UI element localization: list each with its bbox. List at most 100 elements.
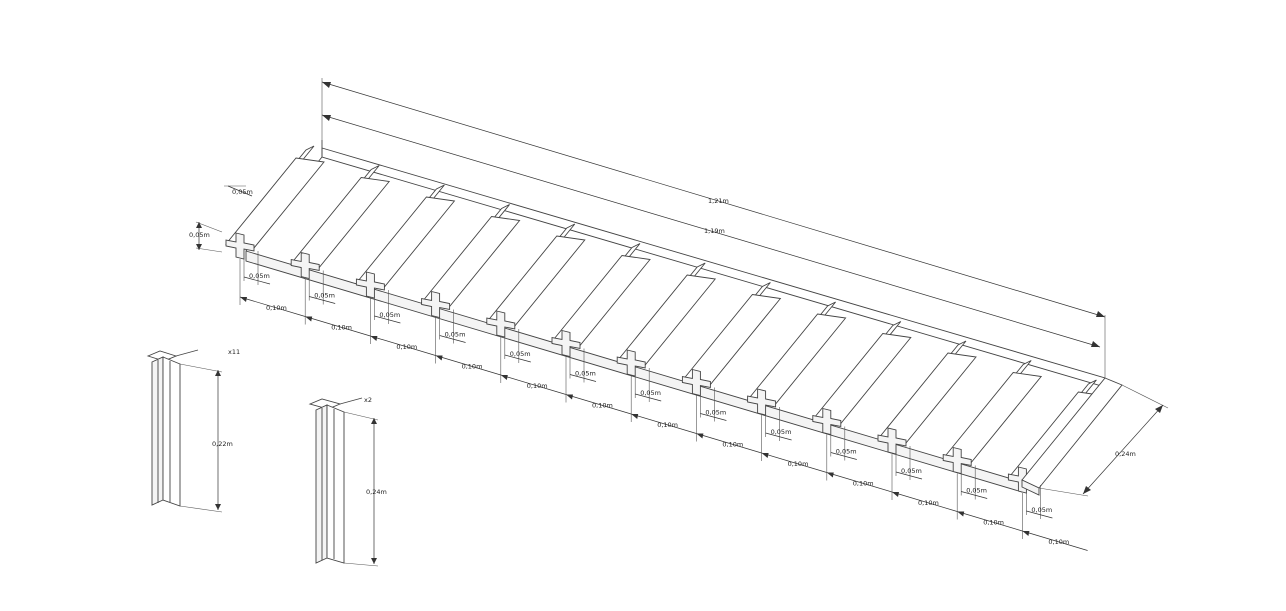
rib — [420, 204, 521, 319]
dim-label-spacing: 0,10m — [657, 421, 678, 429]
arrow-head — [500, 375, 508, 380]
ribs — [225, 145, 1108, 494]
rib — [485, 223, 586, 338]
arrow-head — [1083, 486, 1091, 494]
arrow-head — [196, 222, 202, 228]
dim-label-spacing: 0,10m — [722, 441, 743, 449]
rib — [811, 321, 912, 436]
dim-label-member-height: 0,05m — [189, 231, 210, 239]
dim-line-spacing — [239, 296, 306, 317]
dim-label-spacing: 0,10m — [396, 343, 417, 351]
dim-line-spacing — [957, 511, 1023, 532]
dim-line-rib-width — [309, 296, 336, 304]
rib — [942, 360, 1043, 475]
dim-label-rib-width: 0,05m — [249, 272, 270, 280]
arrow-head — [566, 394, 573, 400]
rib — [225, 145, 325, 260]
dim-label-rib-width: 0,05m — [510, 350, 531, 358]
dim-line-spacing — [1022, 530, 1088, 551]
dim-label-spacing: 0,10m — [462, 363, 483, 371]
dim-label-spacing: 0,10m — [788, 460, 809, 468]
dim-line-spacing — [305, 316, 371, 337]
rib — [746, 301, 847, 416]
arrow-head — [957, 511, 965, 517]
dim-label-rib-width: 0,05m — [1031, 506, 1052, 514]
rib — [290, 165, 391, 280]
arrow-head — [305, 316, 313, 322]
dim-label-inner: 1,19m — [704, 227, 725, 235]
arrow-head — [696, 433, 704, 439]
rib — [551, 243, 651, 358]
dim-line-member-width — [227, 185, 253, 197]
dim-label-rib-width: 0,05m — [836, 448, 857, 456]
part-b: x2 0,24m — [308, 396, 387, 567]
dim-line-spacing — [631, 413, 697, 434]
dim-line-rib-width — [700, 413, 727, 421]
front-rail — [1021, 377, 1123, 496]
arrow-head — [215, 504, 221, 510]
part-a: x11 0,22m — [146, 348, 240, 513]
end-dimensions: 0,05m 0,05m — [189, 185, 253, 253]
dim-line-outer — [321, 81, 1106, 318]
rib — [355, 184, 456, 299]
rib-dimensions: 0,05m 0,10m 0,05m 0,10m 0,05m 0,10m 0,05m 0,10m… — [239, 251, 1088, 551]
dim-line-spacing — [565, 394, 632, 415]
arrow-head — [435, 355, 443, 361]
dim-label-spacing: 0,10m — [983, 519, 1004, 527]
arrow-head — [215, 370, 221, 376]
dim-line-depth — [1082, 404, 1164, 495]
dim-label-rib-width: 0,05m — [314, 292, 335, 300]
arrow-head — [196, 244, 202, 250]
dim-label-rib-width: 0,05m — [445, 331, 466, 339]
part-b-qty-label: x2 — [364, 396, 372, 404]
assembly — [225, 140, 1123, 496]
rib — [877, 340, 977, 455]
dim-line-spacing — [696, 433, 762, 454]
arrow-head — [761, 453, 769, 458]
dim-label-spacing: 0,10m — [331, 324, 352, 332]
part-b-height-label: 0,24m — [366, 488, 387, 496]
dim-label-spacing: 0,10m — [853, 480, 874, 488]
dim-line-rib-width — [504, 354, 531, 363]
dim-line-inner — [321, 114, 1101, 348]
dim-line-rib-width — [830, 452, 857, 460]
dim-label-outer: 1,21m — [708, 197, 729, 205]
dim-line-rib-width — [895, 471, 923, 480]
dim-label-spacing: 0,10m — [918, 499, 939, 507]
dim-line-rib-width — [439, 335, 466, 343]
dim-line-rib-width — [374, 315, 401, 324]
dim-label-rib-width: 0,05m — [771, 428, 792, 436]
arrow-head — [631, 414, 639, 419]
dim-line-rib-width — [635, 393, 662, 402]
dim-line-rib-width — [765, 432, 792, 441]
part-a-qty-label: x11 — [228, 348, 240, 356]
arrow-head — [892, 492, 899, 497]
dim-label-rib-width: 0,05m — [705, 409, 726, 417]
overall-dimensions: 1,21m 1,19m 0,24m — [321, 78, 1169, 497]
dim-label-spacing: 0,10m — [592, 402, 613, 410]
arrow-head — [1091, 341, 1100, 347]
arrow-head — [1096, 311, 1105, 317]
dim-label-rib-width: 0,05m — [966, 487, 987, 495]
rib — [681, 282, 782, 397]
dim-line-spacing — [761, 452, 827, 473]
dim-label-rib-width: 0,05m — [379, 311, 400, 319]
dim-line-spacing — [370, 335, 436, 356]
dim-label-rib-width: 0,05m — [640, 389, 661, 397]
dim-label-depth: 0,24m — [1115, 450, 1136, 458]
dim-line-rib-width — [961, 491, 988, 499]
dim-label-spacing: 0,10m — [266, 304, 287, 312]
arrow-head — [371, 558, 377, 564]
part-a-height-label: 0,22m — [212, 440, 233, 448]
dim-line-rib-width — [569, 374, 597, 382]
dim-line-spacing — [826, 472, 893, 493]
rib — [616, 262, 717, 377]
arrow-head — [1022, 531, 1030, 536]
dim-line-rib-width — [243, 276, 271, 285]
dim-line-spacing — [891, 491, 958, 512]
dim-label-spacing: 0,10m — [527, 382, 548, 390]
dim-line-spacing — [500, 374, 567, 395]
arrow-head — [240, 297, 247, 302]
dim-line-rib-width — [1026, 510, 1053, 519]
